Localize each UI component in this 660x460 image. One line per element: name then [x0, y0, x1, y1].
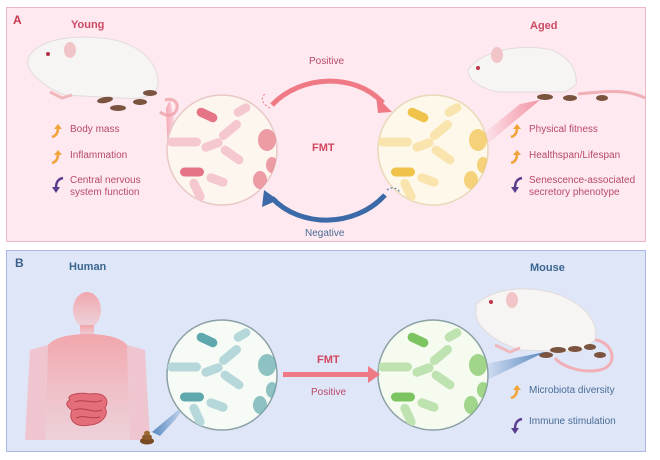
aged-mouse-illustration [467, 46, 646, 101]
bacterium-rod [167, 362, 201, 372]
bacterium-rod [391, 167, 415, 177]
mouse-illustration [475, 288, 614, 373]
bacterium-coccus [253, 396, 267, 414]
effect-physical-fitness: Physical fitness [509, 124, 598, 143]
negative-label: Negative [305, 228, 345, 239]
effect-immune-stimulation: Immune stimulation [509, 416, 616, 439]
bacterium-rod [180, 167, 204, 177]
bacterium-rod [233, 328, 251, 342]
bacterium-rod [407, 332, 429, 348]
bacterium-rod [391, 392, 415, 402]
bacterium-rod [196, 107, 218, 123]
bacterium-coccus [464, 396, 478, 414]
mouse-microbiota-circle [377, 319, 489, 431]
bacterium-coccus [253, 171, 267, 189]
bacterium-rod [431, 370, 455, 390]
positive-fmt-arrow [283, 366, 380, 383]
bacterium-rod [378, 137, 412, 147]
bacterium-coccus [471, 414, 485, 430]
panel-b-letter: B [15, 256, 24, 270]
mouse-zoom-beam [480, 352, 545, 380]
aged-microbiota-circle [377, 94, 489, 206]
bacterium-coccus [471, 189, 485, 205]
bacterium-rod [167, 137, 201, 147]
effect-inflammation: Inflammation [50, 150, 127, 169]
positive-arrow [261, 78, 392, 113]
bacterium-rod [220, 145, 244, 165]
bacterium-rod [233, 103, 251, 117]
human-heading: Human [69, 261, 107, 273]
positive-label-b: Positive [311, 387, 347, 398]
bacterium-rod [206, 398, 228, 412]
bacterium-rod [444, 103, 462, 117]
bacterium-rod [201, 363, 223, 377]
bacterium-rod [201, 138, 223, 152]
bacterium-rod [429, 345, 453, 365]
bacterium-rod [206, 173, 228, 187]
young-microbiota-circle [166, 94, 278, 206]
bacterium-rod [431, 145, 455, 165]
bacterium-coccus [260, 414, 274, 430]
bacterium-rod [407, 107, 429, 123]
aged-heading: Aged [530, 20, 558, 32]
negative-arrow [262, 187, 401, 223]
fmt-label-b: FMT [317, 354, 340, 366]
bacterium-rod [417, 173, 439, 187]
bacterium-rod [412, 138, 434, 152]
bacterium-coccus [469, 129, 487, 151]
bacterium-rod [218, 120, 242, 140]
aged-zoom-beam [480, 100, 540, 150]
young-mouse-illustration [27, 36, 179, 117]
bacterium-coccus [258, 354, 276, 376]
mouse-heading: Mouse [530, 262, 565, 274]
up-arrow-icon [509, 124, 523, 143]
up-arrow-icon [50, 124, 64, 143]
bacterium-rod [429, 120, 453, 140]
bacterium-rod [378, 362, 412, 372]
bacterium-rod [444, 328, 462, 342]
bacterium-rod [220, 370, 244, 390]
bacterium-rod [180, 392, 204, 402]
effect-body-mass: Body mass [50, 124, 119, 143]
stool-sample-icon [140, 430, 154, 445]
bacterium-rod [400, 403, 416, 427]
down-arrow-icon [509, 416, 523, 439]
down-arrow-icon [509, 175, 523, 198]
bacterium-coccus [469, 354, 487, 376]
bacterium-rod [189, 403, 205, 427]
positive-label: Positive [309, 56, 345, 67]
up-arrow-icon [50, 150, 64, 169]
bacterium-rod [412, 363, 434, 377]
effect-microbiota-diversity: Microbiota diversity [509, 385, 615, 404]
young-heading: Young [71, 19, 105, 31]
human-microbiota-circle [166, 319, 278, 431]
bacterium-rod [400, 178, 416, 202]
bacterium-rod [196, 332, 218, 348]
up-arrow-icon [509, 385, 523, 404]
bacterium-rod [417, 398, 439, 412]
bacterium-coccus [258, 129, 276, 151]
effect-healthspan: Healthspan/Lifespan [509, 150, 620, 169]
panel-a-letter: A [13, 13, 22, 27]
human-silhouette [25, 292, 150, 440]
down-arrow-icon [50, 175, 64, 198]
bacterium-coccus [464, 171, 478, 189]
bacterium-rod [189, 178, 205, 202]
fmt-label-a: FMT [312, 142, 335, 154]
up-arrow-icon [509, 150, 523, 169]
bacterium-rod [218, 345, 242, 365]
